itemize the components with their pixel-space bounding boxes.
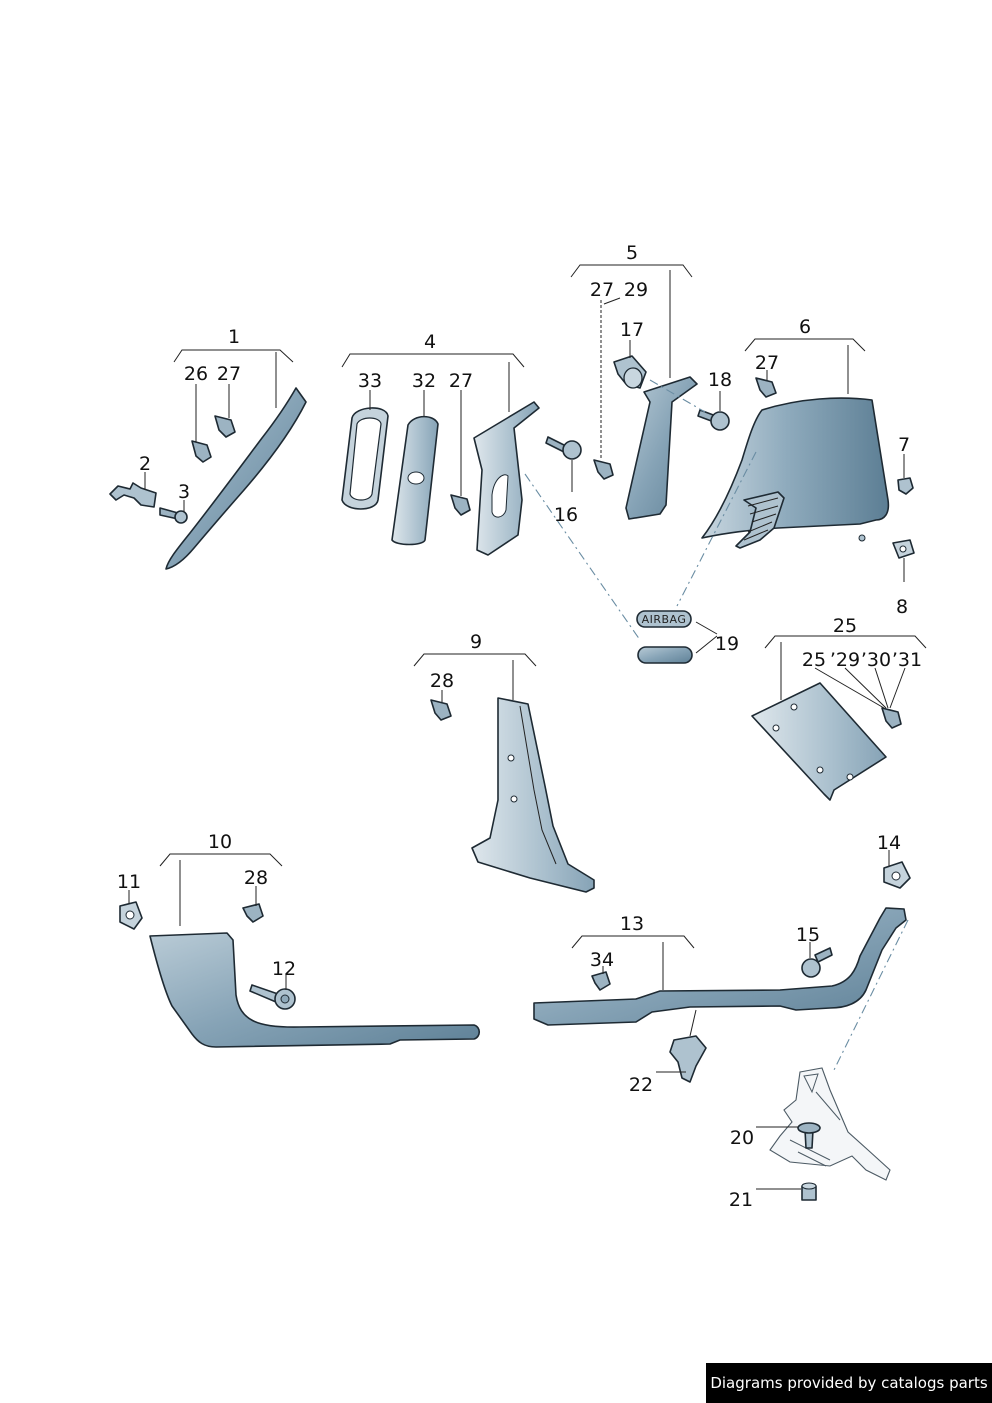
clip-28-group9 xyxy=(430,699,452,721)
clip-27 xyxy=(214,415,236,438)
group-19-airbag-badges: AIRBAG 19 xyxy=(636,610,739,664)
fastener-7 xyxy=(897,477,914,495)
callout-3: 3 xyxy=(178,481,190,503)
clip-22 xyxy=(669,1035,707,1083)
group-9-b-pillar-lower-trim: 9 28 xyxy=(413,631,595,893)
callout-27-group5: 27 xyxy=(590,279,614,301)
callout-14: 14 xyxy=(877,832,901,854)
rivet-20 xyxy=(797,1122,821,1134)
bracket-2 xyxy=(109,482,157,508)
group-13-sill-trim-rear: 13 34 15 14 22 xyxy=(533,832,911,1096)
clip-26 xyxy=(191,440,212,463)
callout-32: 32 xyxy=(412,370,436,392)
callout-25-group: 25 xyxy=(833,615,857,637)
sill-trim-rear-part xyxy=(533,907,907,1026)
callout-18: 18 xyxy=(708,369,732,391)
panel-25-part xyxy=(751,682,887,801)
callout-11: 11 xyxy=(117,871,141,893)
footer-credit-text: Diagrams provided by catalogs parts xyxy=(710,1374,988,1392)
group-1-a-pillar-trim: 1 2 3 26 27 xyxy=(109,326,307,570)
clip-27-group6 xyxy=(755,377,777,398)
sill-trim-front-part xyxy=(149,932,481,1048)
callout-9: 9 xyxy=(470,631,482,653)
group-6-cover: 6 27 7 8 xyxy=(676,316,915,618)
callout-15: 15 xyxy=(796,924,820,946)
screw-18 xyxy=(710,411,730,431)
airbag-badge-blank xyxy=(637,646,693,664)
callout-13: 13 xyxy=(620,913,644,935)
callout-2: 2 xyxy=(139,453,151,475)
clip-27-group4 xyxy=(450,494,471,516)
footer-credit: Diagrams provided by catalogs parts xyxy=(706,1363,992,1403)
callout-22: 22 xyxy=(629,1074,653,1096)
callout-31: ’31 xyxy=(892,649,922,671)
b-pillar-lower-trim-part xyxy=(471,697,595,893)
clip-27-group5 xyxy=(593,459,614,480)
airbag-badge-text: AIRBAG xyxy=(642,613,687,626)
airbag-badge xyxy=(636,610,692,628)
callout-29-group25: ’29 xyxy=(830,649,860,671)
group-10-sill-trim-front: 10 11 28 12 xyxy=(117,831,481,1048)
clip-34 xyxy=(591,971,611,991)
callout-1: 1 xyxy=(228,326,240,348)
screw-3-head xyxy=(174,510,188,524)
callout-28-group10: 28 xyxy=(244,867,268,889)
callout-12: 12 xyxy=(272,958,296,980)
clip-28-group10 xyxy=(242,903,264,923)
callout-8: 8 xyxy=(896,596,908,618)
callout-28-group9: 28 xyxy=(430,670,454,692)
callout-26: 26 xyxy=(184,363,208,385)
a-pillar-trim-part xyxy=(165,387,307,570)
callout-27-group4: 27 xyxy=(449,370,473,392)
screw-16 xyxy=(562,440,582,460)
group-5-pillar-trim: 5 27 29 17 18 xyxy=(570,242,732,520)
body-bracket-detail: 20 21 xyxy=(729,1067,891,1211)
clip-group25 xyxy=(881,707,902,729)
callout-19: 19 xyxy=(715,633,739,655)
callout-34: 34 xyxy=(590,949,614,971)
callout-25-item: 25 xyxy=(802,649,826,671)
callout-29-group5: 29 xyxy=(624,279,648,301)
group-25-panel: 25 25 ’29 ’30 ’31 xyxy=(751,615,927,801)
callout-27-group1: 27 xyxy=(217,363,241,385)
callout-5: 5 xyxy=(626,242,638,264)
screw-15-shank xyxy=(814,947,833,963)
callout-20: 20 xyxy=(730,1127,754,1149)
screw-12-shank xyxy=(249,984,279,1003)
callout-4: 4 xyxy=(424,331,436,353)
callout-21: 21 xyxy=(729,1189,753,1211)
callout-17: 17 xyxy=(620,319,644,341)
callout-27-group6: 27 xyxy=(755,352,779,374)
group-4-b-pillar-upper-trim: 4 33 32 27 16 xyxy=(341,331,641,641)
callout-30: ’30 xyxy=(861,649,891,671)
callout-10: 10 xyxy=(208,831,232,853)
callout-33: 33 xyxy=(358,370,382,392)
cover-6-part xyxy=(701,397,890,539)
callout-6: 6 xyxy=(799,316,811,338)
cover-6-vent xyxy=(735,491,785,549)
screw-15 xyxy=(801,958,821,978)
pillar-trim-part-5 xyxy=(625,376,698,520)
callout-16: 16 xyxy=(554,504,578,526)
callout-7: 7 xyxy=(898,434,910,456)
body-bracket xyxy=(769,1067,891,1181)
